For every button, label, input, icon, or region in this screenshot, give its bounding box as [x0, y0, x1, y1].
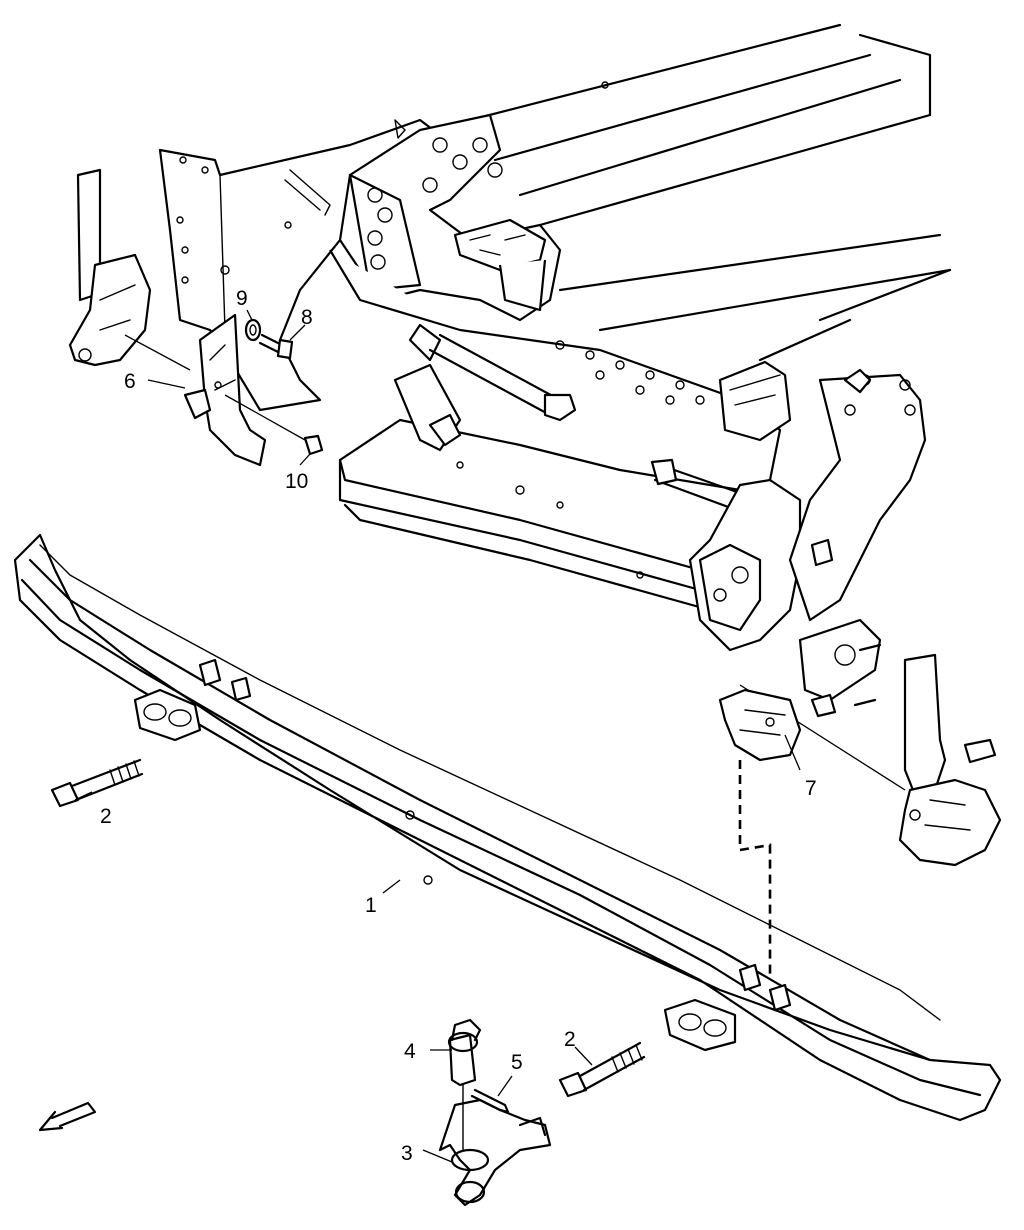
- callout-6: 6: [124, 370, 136, 393]
- callout-5: 5: [511, 1051, 523, 1074]
- front-direction-arrow-icon: [38, 1101, 97, 1132]
- suspension-bolts: [393, 323, 762, 517]
- bumper-beam: [13, 533, 1002, 1122]
- callout-4: 4: [404, 1040, 416, 1063]
- leader-lines: [74, 309, 801, 1163]
- frame-rails: [468, 23, 952, 362]
- front-crossmember: [338, 113, 562, 322]
- connection-dashed-line: [738, 760, 772, 975]
- callout-8: 8: [301, 306, 313, 329]
- callout-9: 9: [236, 287, 248, 310]
- cotter-pin: [470, 1088, 510, 1114]
- callout-10: 10: [285, 470, 308, 493]
- callout-7: 7: [805, 777, 817, 800]
- left-bracket: [183, 313, 306, 467]
- right-frame-horn: [688, 360, 927, 652]
- right-lower-bracket: [718, 618, 882, 762]
- callout-3: 3: [401, 1142, 413, 1165]
- tow-hook: [438, 1098, 552, 1207]
- callout-2-left: 2: [100, 805, 112, 828]
- bolt-8: [258, 333, 294, 360]
- left-bumper-bracket: [68, 168, 191, 371]
- nut-10: [303, 434, 324, 456]
- tow-hook-pin: [447, 1018, 482, 1151]
- right-bumper-bracket: [739, 653, 1002, 867]
- callout-2-right: 2: [564, 1028, 576, 1051]
- left-bolt: [50, 758, 144, 808]
- callout-1: 1: [365, 894, 377, 917]
- right-bolt: [558, 1041, 646, 1098]
- washer-9: [244, 318, 262, 342]
